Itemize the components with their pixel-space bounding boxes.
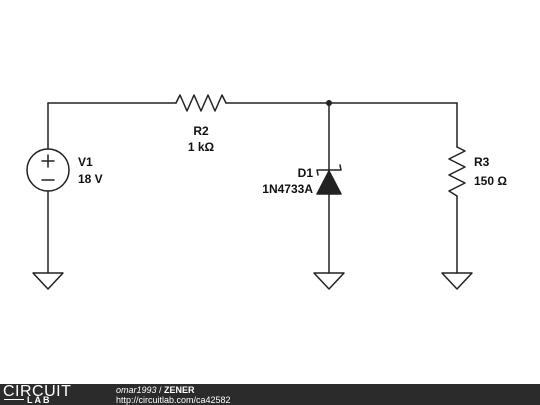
r2-value: 1 kΩ: [188, 140, 215, 154]
title-separator: /: [156, 385, 165, 395]
ground-right-icon: [441, 272, 473, 290]
resistor-r3[interactable]: [448, 146, 466, 197]
logo-text-lab: LAB: [27, 395, 52, 405]
plus-sign-icon: [41, 154, 55, 168]
junction-dot: [326, 100, 332, 106]
r3-name: R3: [474, 155, 490, 169]
ground-middle-icon: [313, 272, 345, 290]
circuit-schematic: R2 1 kΩ V1 18 V D1 1N4733A R3 150 Ω: [26, 94, 507, 290]
ground-left-icon: [32, 272, 64, 290]
author-link[interactable]: omar1993: [116, 385, 157, 395]
zener-diode-d1[interactable]: [316, 170, 342, 195]
voltage-source-v1[interactable]: [26, 148, 70, 192]
footer-bar: CIRCUIT LAB omar1993 / ZENER http://circ…: [0, 383, 540, 405]
resistor-r2[interactable]: [175, 94, 227, 112]
circuit-url[interactable]: http://circuitlab.com/ca42582: [116, 395, 231, 405]
circuit-title: ZENER: [164, 385, 195, 395]
d1-name: D1: [298, 166, 314, 180]
v1-value: 18 V: [78, 172, 103, 186]
circuitlab-logo[interactable]: CIRCUIT LAB: [3, 383, 103, 405]
logo-trace-icon: [4, 399, 24, 400]
zener-cathode-bar: [316, 164, 342, 176]
footer-title-line: omar1993 / ZENER: [116, 385, 231, 395]
d1-value: 1N4733A: [262, 182, 313, 196]
v1-name: V1: [78, 155, 93, 169]
footer-info: omar1993 / ZENER http://circuitlab.com/c…: [116, 385, 231, 405]
r3-value: 150 Ω: [474, 174, 507, 188]
r2-name: R2: [193, 124, 209, 138]
logo-text-circuit: CIRCUIT: [3, 383, 72, 400]
